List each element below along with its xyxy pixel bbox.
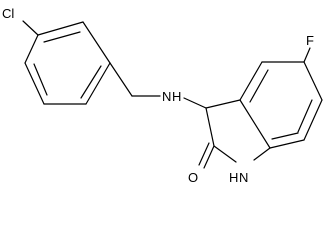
fluorine-atom-label: F: [306, 33, 314, 48]
ring-bond-c2-c3: [82, 21, 111, 64]
ring-bond-c3-c4: [85, 62, 111, 105]
bond-c3a-c4: [239, 61, 263, 101]
carbonyl-bond-2: [198, 142, 210, 166]
chlorophenyl-ring: [22, 20, 111, 105]
bond-ring-ch2: [109, 62, 133, 97]
chlorine-atom-label: Cl: [2, 6, 14, 21]
carbonyl-bond-1: [203, 145, 215, 169]
molecule-structure: Cl N H O H N: [2, 6, 323, 185]
amine-n-label: N: [162, 89, 171, 104]
ring-double-bond-inner-2: [80, 65, 102, 99]
bond-c5-c6: [303, 61, 323, 101]
bond-c7a-c3a: [239, 99, 271, 149]
bond-c6-c7: [303, 99, 323, 141]
carbonyl-oxygen-label: O: [188, 170, 198, 185]
bond-c2-n1: [213, 145, 237, 163]
fused-ring-double-inner-3: [271, 132, 299, 140]
bond-nh-c3: [183, 97, 207, 109]
ring-double-bond-inner-1: [43, 31, 81, 43]
bond-c5-f: [303, 47, 311, 63]
bond-cl-c1: [22, 20, 39, 36]
fused-ring-double-inner-2: [297, 99, 313, 133]
ring-bond-c6-c1: [24, 34, 39, 64]
bond-c3-c3a: [205, 99, 241, 109]
lactam-h-label: H: [229, 170, 238, 185]
amine-h-label: H: [172, 89, 181, 104]
fused-ring-double-inner-1: [249, 69, 269, 103]
bond-n1-c7a: [253, 147, 271, 161]
ring-bond-c1-c2: [37, 21, 84, 36]
ring-double-bond-inner-3: [33, 63, 48, 96]
ring-bond-c5-c6: [24, 62, 45, 105]
fused-benzene-ring: [239, 61, 323, 149]
indolinone-ring: [205, 99, 271, 163]
lactam-n-label: N: [239, 170, 248, 185]
bond-c7-c7a: [269, 139, 305, 149]
bond-c3-c2: [205, 107, 215, 147]
